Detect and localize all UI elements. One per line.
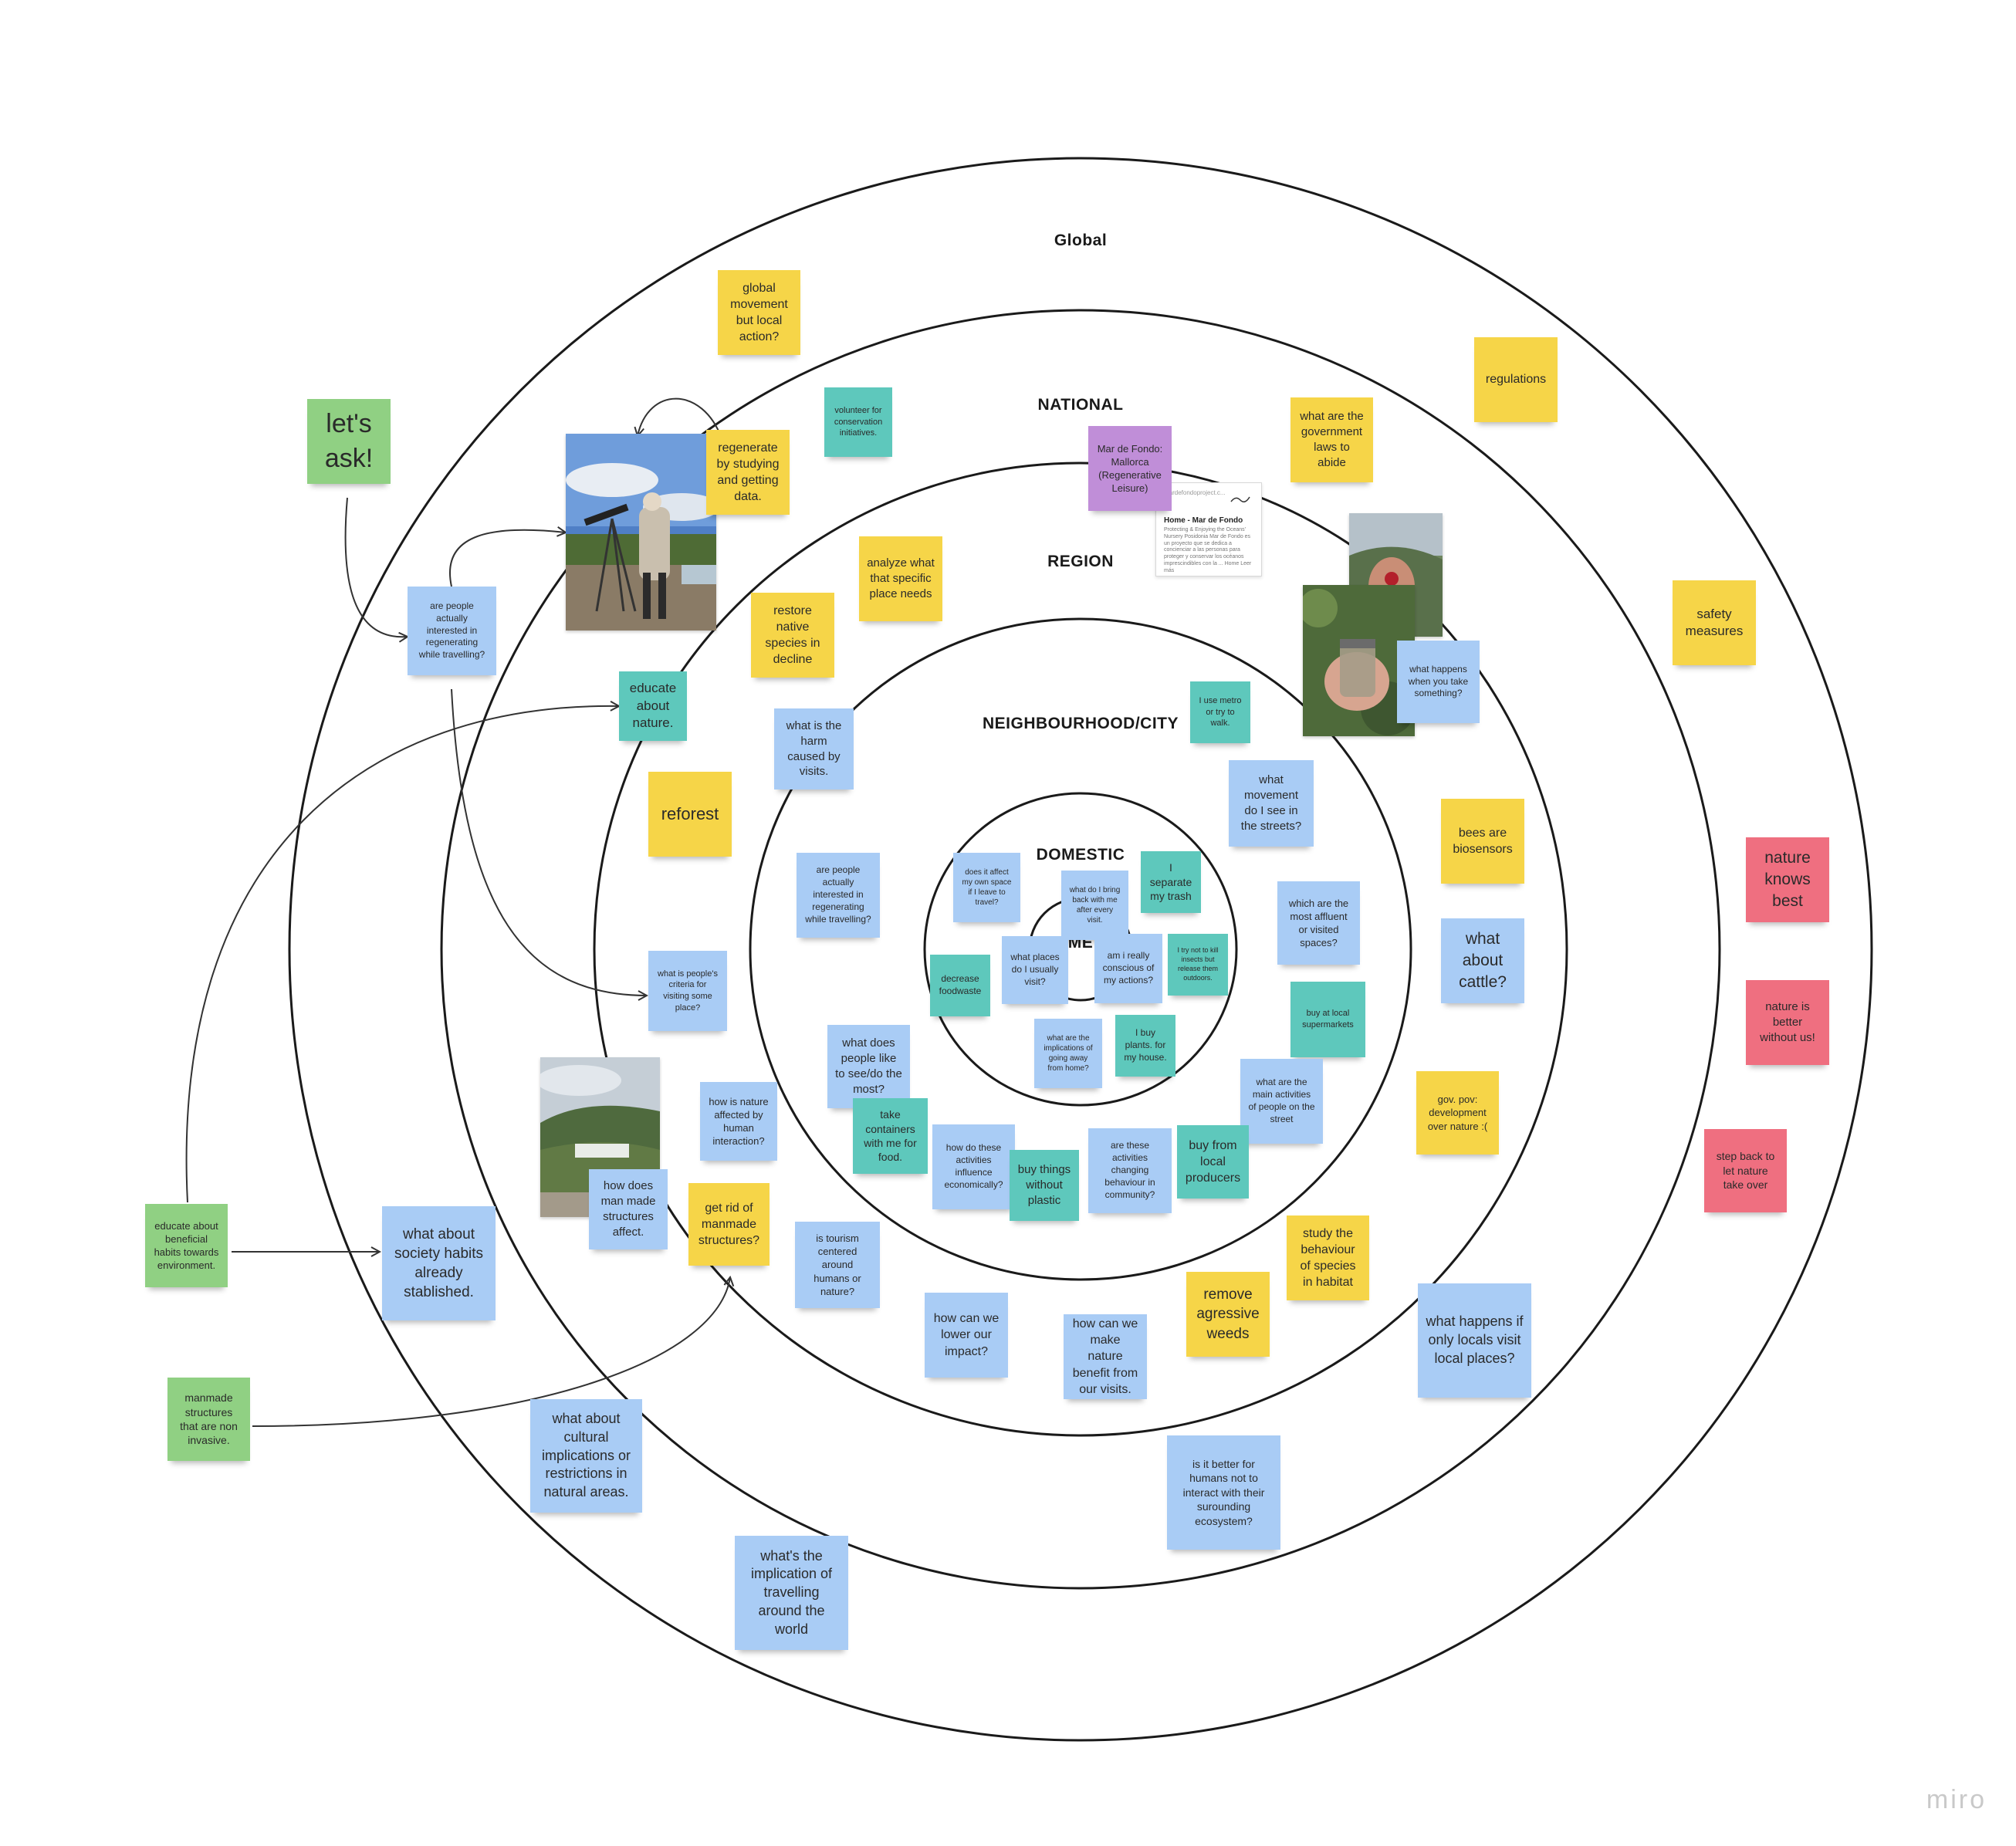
ring-label-neighbourhood: NEIGHBOURHOOD/CITY [982, 715, 1179, 732]
sticky-lower-impact[interactable]: how can we lower our impact? [925, 1293, 1008, 1378]
sticky-activities-economically[interactable]: how do these activities influence econom… [932, 1124, 1015, 1209]
sticky-analyze-place[interactable]: analyze what that specific place needs [859, 536, 942, 621]
miro-wordmark: miro [1926, 1785, 1987, 1814]
sticky-safety-measures[interactable]: safety measures [1673, 580, 1756, 665]
sticky-tourism-centered[interactable]: is tourism centered around humans or nat… [795, 1222, 880, 1308]
sticky-regenerate-data[interactable]: regenerate by studying and getting data. [706, 430, 790, 515]
arrow-manmade-to-get-rid [252, 1277, 730, 1427]
sticky-buy-local-supermarkets[interactable]: buy at local supermarkets [1290, 982, 1365, 1057]
arrow-lets-ask-to-question [344, 497, 408, 637]
link-card-url: mardefondoproject.c... [1164, 489, 1226, 496]
arrow-educate-habits-to-educate-nature [185, 706, 619, 1203]
ring-neighbourhood [749, 617, 1412, 1281]
sticky-buy-local-producers[interactable]: buy from local producers [1177, 1125, 1249, 1199]
link-card-description: Protecting & Enjoying the Oceans' Nurser… [1164, 527, 1252, 573]
sticky-nature-knows-best[interactable]: nature knows best [1746, 837, 1829, 922]
sticky-mar-de-fondo[interactable]: Mar de Fondo: Mallorca (Regenerative Lei… [1088, 426, 1172, 511]
sticky-affect-own-space[interactable]: does it affect my own space if I leave t… [953, 853, 1020, 922]
arrow-regenerate-loop [638, 397, 722, 439]
link-card-mar-de-fondo[interactable]: mardefondoproject.c... Home - Mar de Fon… [1155, 482, 1262, 576]
sticky-people-interested-outer[interactable]: are people actually interested in regene… [408, 587, 496, 675]
ring-label-region: REGION [1047, 553, 1114, 570]
sticky-society-habits[interactable]: what about society habits already stabli… [382, 1206, 496, 1320]
arrow-question-to-photo [449, 530, 566, 587]
sticky-criteria-visiting[interactable]: what is people's criteria for visiting s… [648, 951, 727, 1031]
sticky-separate-trash[interactable]: I separate my trash [1141, 851, 1201, 913]
sticky-educate-habits[interactable]: educate about beneficial habits towards … [145, 1204, 228, 1287]
sticky-harm-visits[interactable]: what is the harm caused by visits. [774, 708, 854, 789]
sticky-people-like-see[interactable]: what does people like to see/do the most… [827, 1025, 910, 1108]
sticky-really-conscious[interactable]: am i really conscious of my actions? [1094, 934, 1162, 1003]
sticky-government-laws[interactable]: what are the government laws to abide [1290, 397, 1373, 482]
sticky-get-rid-manmade[interactable]: get rid of manmade structures? [688, 1183, 770, 1266]
sticky-take-containers[interactable]: take containers with me for food. [853, 1098, 928, 1174]
sticky-use-metro[interactable]: I use metro or try to walk. [1190, 681, 1250, 743]
wave-logo-icon [1230, 494, 1250, 509]
sticky-activities-changing[interactable]: are these activities changing behaviour … [1088, 1128, 1172, 1213]
sticky-not-kill-insects[interactable]: I try not to kill insects but release th… [1168, 934, 1228, 996]
ring-label-global: Global [1054, 232, 1108, 249]
sticky-nature-benefit[interactable]: how can we make nature benefit from our … [1064, 1314, 1147, 1399]
arrow-question-to-criteria [451, 688, 647, 996]
sticky-educate-nature[interactable]: educate about nature. [619, 671, 687, 741]
sticky-main-activities[interactable]: what are the main activities of people o… [1240, 1059, 1323, 1144]
ring-national [440, 309, 1721, 1590]
sticky-what-about-cattle[interactable]: what about cattle? [1441, 918, 1524, 1003]
sticky-cultural-implications[interactable]: what about cultural implications or rest… [530, 1399, 642, 1513]
sticky-affluent-spaces[interactable]: which are the most affluent or visited s… [1277, 881, 1360, 965]
sticky-buy-without-plastic[interactable]: buy things without plastic [1010, 1150, 1079, 1221]
ring-label-national: NATIONAL [1037, 396, 1124, 414]
ring-domestic [923, 792, 1238, 1107]
sticky-regulations[interactable]: regulations [1474, 337, 1558, 422]
sticky-study-behaviour[interactable]: study the behaviour of species in habita… [1287, 1215, 1369, 1300]
photo-jar-forest[interactable] [1303, 585, 1415, 736]
sticky-gov-pov[interactable]: gov. pov: development over nature :( [1416, 1071, 1499, 1155]
sticky-people-interested-inner[interactable]: are people actually interested in regene… [797, 853, 880, 938]
sticky-remove-weeds[interactable]: remove agressive weeds [1186, 1272, 1270, 1357]
sticky-buy-plants[interactable]: I buy plants. for my house. [1115, 1015, 1175, 1077]
sticky-step-back[interactable]: step back to let nature take over [1704, 1129, 1787, 1212]
sticky-reforest[interactable]: reforest [648, 772, 732, 857]
sticky-man-made-affect[interactable]: how does man made structures affect. [589, 1169, 668, 1249]
ring-global [288, 157, 1873, 1742]
sticky-locals-visit[interactable]: what happens if only locals visit local … [1418, 1283, 1531, 1398]
sticky-better-not-interact[interactable]: is it better for humans not to interact … [1167, 1435, 1280, 1550]
sticky-manmade-noninvasive[interactable]: manmade structures that are non invasive… [167, 1378, 250, 1461]
sticky-movement-streets[interactable]: what movement do I see in the streets? [1229, 760, 1314, 847]
sticky-travelling-world[interactable]: what's the implication of travelling aro… [735, 1536, 848, 1650]
sticky-volunteer[interactable]: volunteer for conservation initiatives. [824, 387, 892, 457]
sticky-lets-ask[interactable]: let's ask! [307, 399, 391, 484]
sticky-bring-back[interactable]: what do I bring back with me after every… [1061, 871, 1128, 940]
sticky-nature-affected[interactable]: how is nature affected by human interact… [700, 1082, 777, 1161]
ring-region [593, 462, 1568, 1437]
sticky-implications-going-away[interactable]: what are the implications of going away … [1034, 1019, 1102, 1088]
sticky-restore-species[interactable]: restore native species in decline [751, 593, 834, 678]
sticky-decrease-foodwaste[interactable]: decrease foodwaste [930, 955, 990, 1016]
sticky-places-visit[interactable]: what places do I usually visit? [1002, 936, 1068, 1004]
ring-label-domestic: DOMESTIC [1036, 846, 1125, 864]
sticky-what-happens-take[interactable]: what happens when you take something? [1397, 641, 1480, 723]
sticky-nature-better-without[interactable]: nature is better without us! [1746, 980, 1829, 1065]
sticky-global-movement[interactable]: global movement but local action? [718, 270, 800, 355]
photo-birdwatching[interactable] [566, 434, 716, 631]
link-card-title: Home - Mar de Fondo [1164, 516, 1243, 525]
sticky-bees-biosensors[interactable]: bees are biosensors [1441, 799, 1524, 884]
